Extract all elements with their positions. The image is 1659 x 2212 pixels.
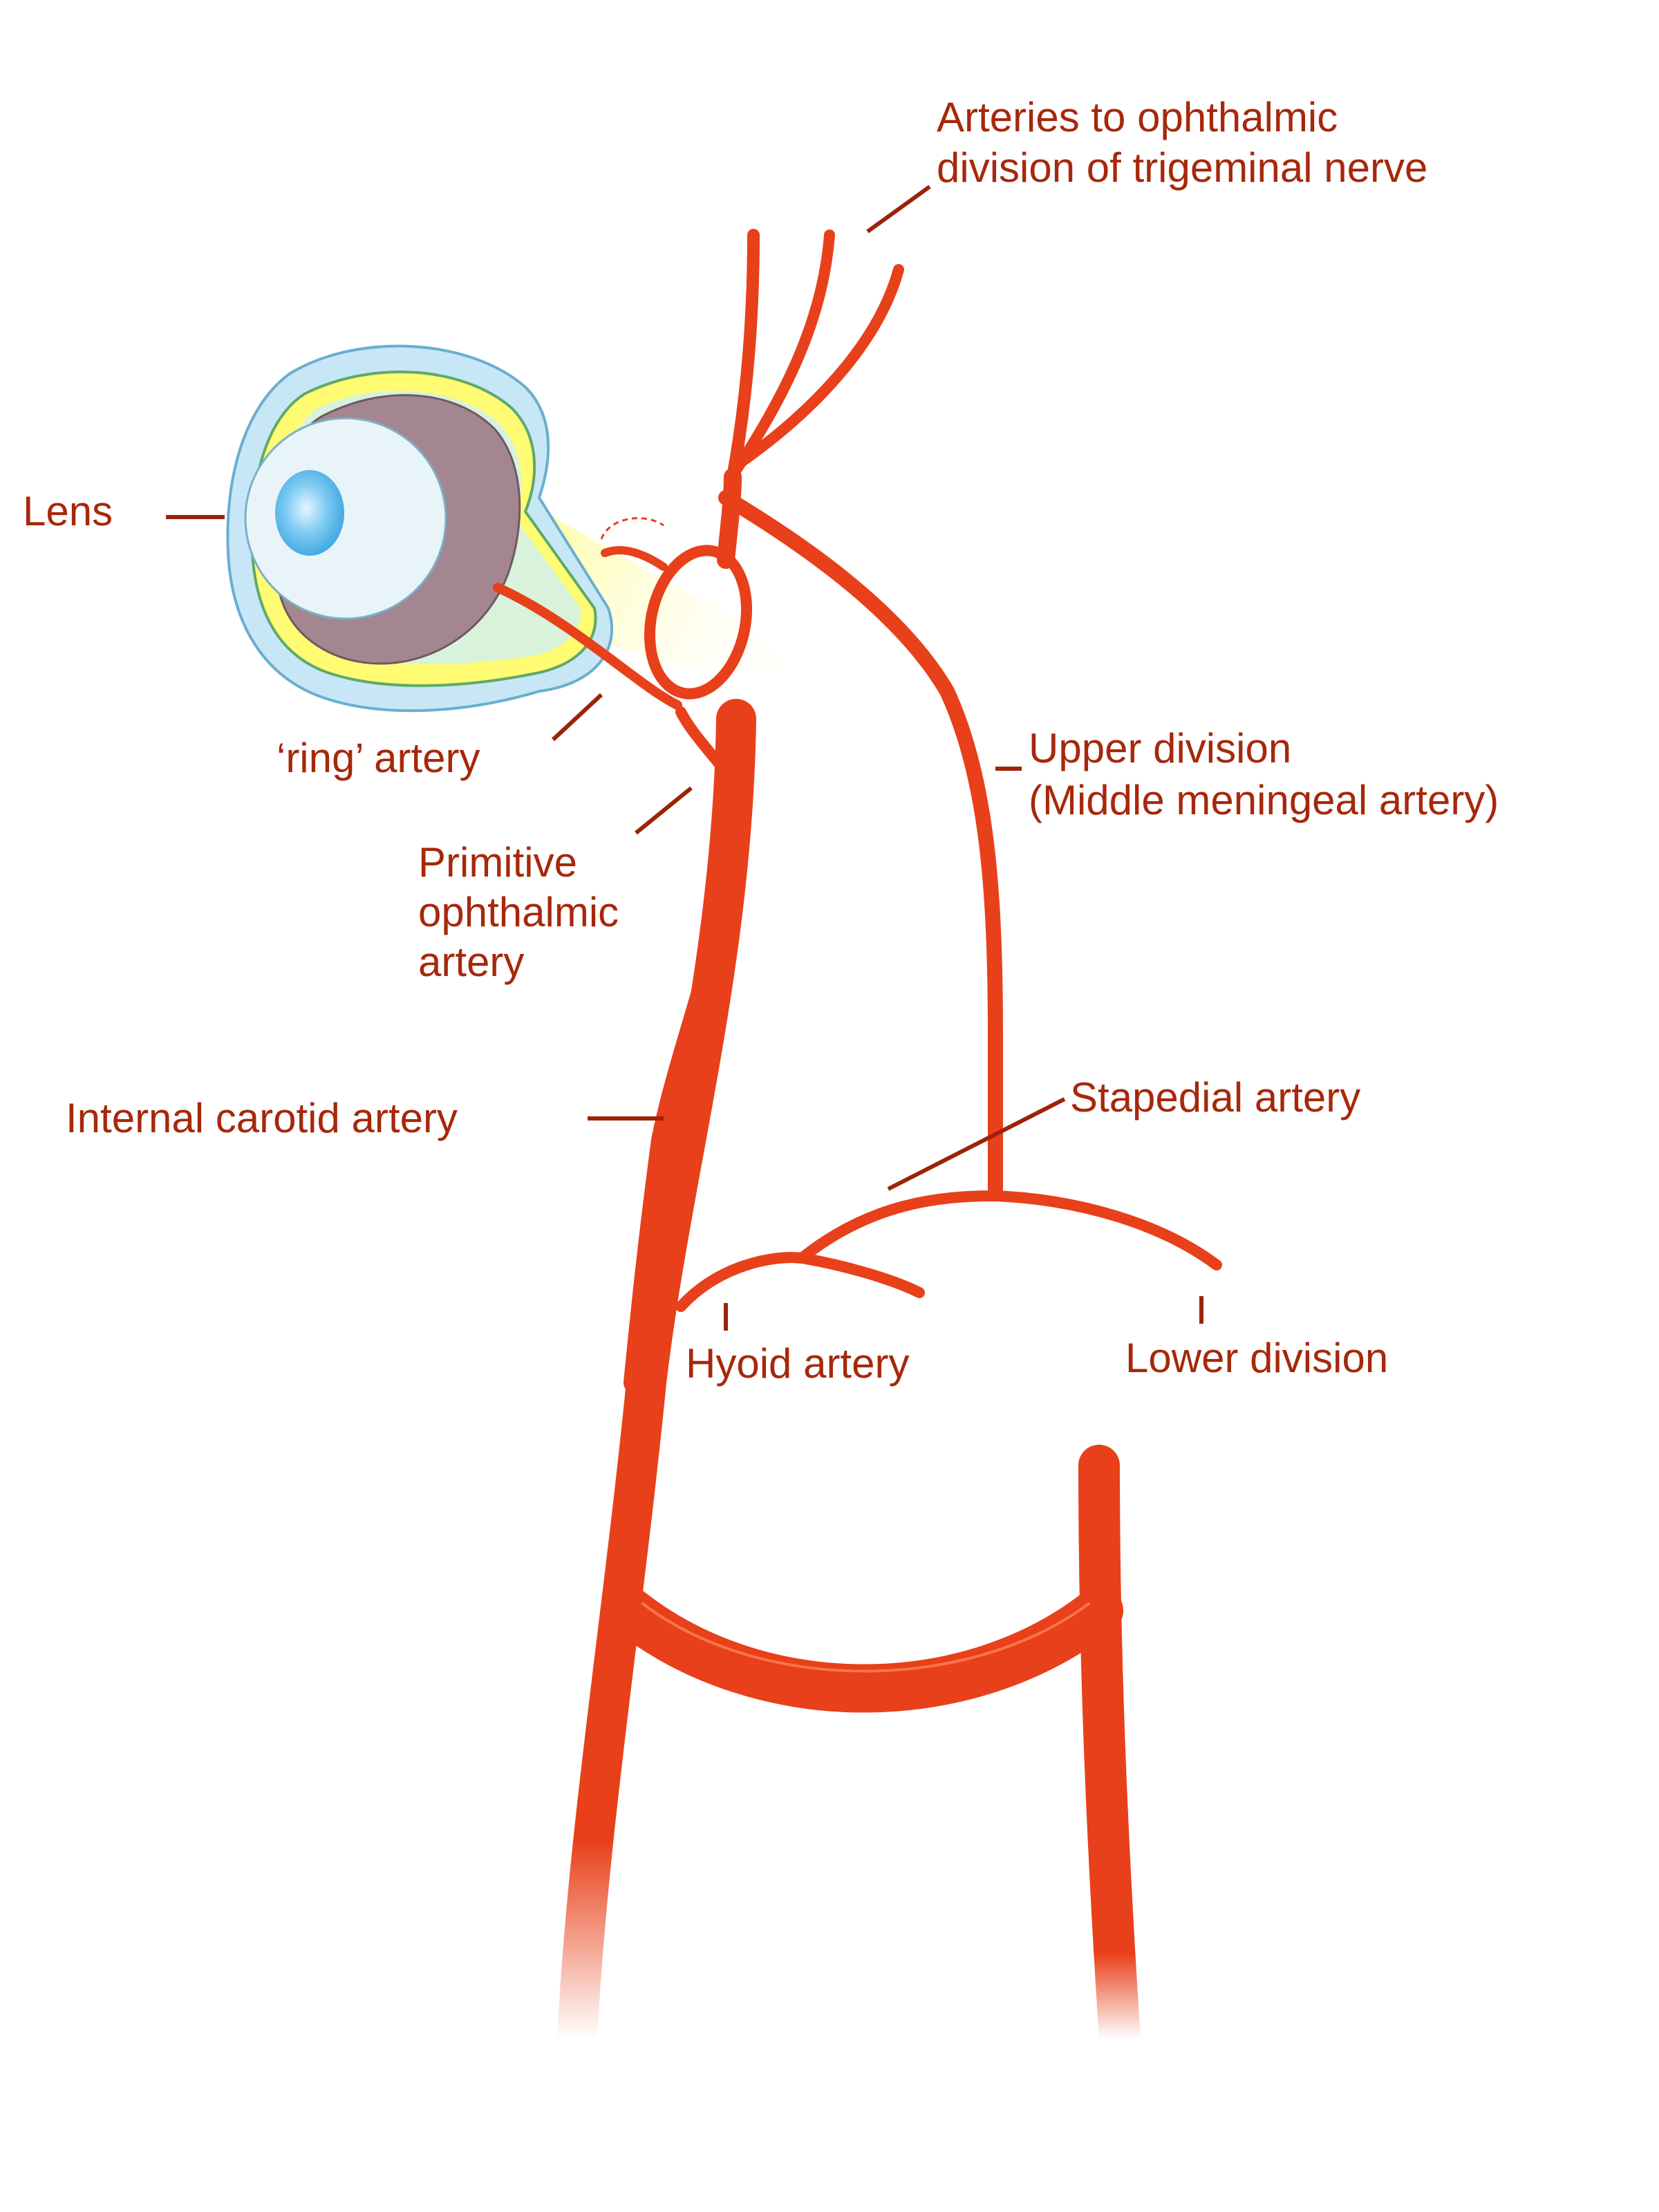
label-primitive-line1: Primitive xyxy=(418,839,577,885)
arch-highlight xyxy=(641,1602,1090,1673)
label-primitive-line3: artery xyxy=(418,939,524,985)
internal-carotid-artery xyxy=(624,706,749,1395)
external-carotid-trunk xyxy=(1078,1445,1141,2060)
labels: Arteries to ophthalmic division of trige… xyxy=(23,94,1499,1387)
trigeminal-branch-2 xyxy=(731,229,835,476)
label-trigeminal-line1: Arteries to ophthalmic xyxy=(937,94,1338,140)
dashed-vessel-outline xyxy=(600,517,664,540)
label-primitive-line2: ophthalmic xyxy=(418,889,619,935)
leader-stapedial xyxy=(887,1097,1066,1191)
upper-division-middle-meningeal xyxy=(718,490,1003,1197)
label-stapedial: Stapedial artery xyxy=(1070,1074,1360,1121)
aortic-arch-connection xyxy=(605,1586,1123,1713)
arteries xyxy=(493,229,1222,2060)
leader-lines xyxy=(166,185,1203,1331)
hyoid-artery xyxy=(675,1252,925,1312)
label-internal-carotid: Internal carotid artery xyxy=(66,1095,458,1141)
label-upper-division-line1: Upper division xyxy=(1029,725,1291,771)
label-trigeminal-line2: division of trigeminal nerve xyxy=(937,144,1427,191)
stapedial-artery xyxy=(796,1190,1222,1271)
trigeminal-branch-1 xyxy=(727,229,760,483)
ophthalmic-trunk xyxy=(717,468,742,569)
leader-ring-artery xyxy=(551,693,603,742)
optic-cup-eye xyxy=(226,344,788,713)
artery-to-eye xyxy=(493,583,682,710)
label-ring-artery: ‘ring’ artery xyxy=(276,735,480,781)
label-hyoid: Hyoid artery xyxy=(686,1340,909,1387)
label-lower-division: Lower division xyxy=(1125,1335,1388,1381)
lens xyxy=(275,470,344,556)
trigeminal-branch-3 xyxy=(734,264,904,469)
label-lens: Lens xyxy=(23,488,113,534)
ring-artery xyxy=(644,545,753,700)
ring-artery-branch xyxy=(601,546,668,571)
lens-vesicle xyxy=(244,417,447,620)
leader-trigeminal xyxy=(866,185,931,234)
leader-primitive xyxy=(635,786,693,835)
primitive-ophthalmic-artery xyxy=(675,706,738,787)
label-upper-division-line2: (Middle meningeal artery) xyxy=(1029,777,1499,823)
